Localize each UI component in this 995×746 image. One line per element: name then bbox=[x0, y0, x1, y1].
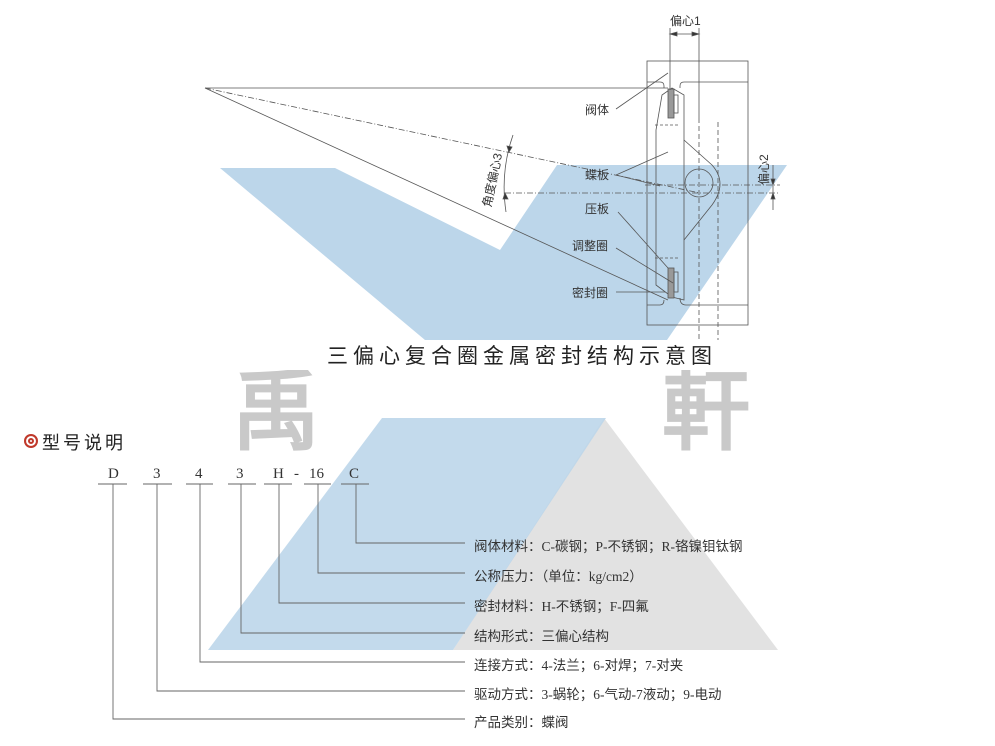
arrow-icon bbox=[770, 191, 776, 200]
code-seal: H bbox=[273, 466, 284, 482]
row-category: 产品类别：蝶阀 bbox=[474, 715, 569, 730]
label-seal-ring: 密封圈 bbox=[572, 286, 609, 300]
leader-disc-1 bbox=[615, 151, 669, 176]
row-body-material: 阀体材料：C-碳钢；P-不锈钢；R-铬镍钼钛钢 bbox=[474, 539, 743, 554]
diagram-title: 三偏心复合圈金属密封结构示意图 bbox=[327, 345, 717, 368]
code-connection: 4 bbox=[195, 466, 203, 482]
leader-body bbox=[615, 72, 669, 110]
seal-ring-bottom bbox=[667, 267, 675, 299]
cone-line-bottom bbox=[204, 87, 669, 301]
label-plate: 压板 bbox=[585, 202, 610, 216]
leader-adjust-ring bbox=[615, 247, 674, 284]
watermark-logo-char-left: 禹 bbox=[232, 370, 321, 458]
seal-ring-top bbox=[667, 88, 675, 119]
watermark-blue-stem bbox=[208, 418, 606, 650]
row-seal-material: 密封材料：H-不锈钢；F-四氟 bbox=[474, 599, 649, 614]
label-offset2: 偏心2 bbox=[757, 154, 771, 185]
label-offset1: 偏心1 bbox=[670, 14, 701, 28]
row-pressure: 公称压力：（单位：kg/cm2） bbox=[474, 569, 643, 584]
watermark-blue-v bbox=[220, 165, 787, 340]
plate-bottom bbox=[673, 271, 679, 293]
watermark-logo-char-right: 軒 bbox=[662, 370, 751, 458]
label-disc: 蝶板 bbox=[585, 168, 610, 182]
arrow-icon bbox=[506, 145, 513, 153]
valve-body-inner-top bbox=[647, 81, 748, 88]
arrow-icon bbox=[770, 178, 776, 187]
code-dash: - bbox=[294, 466, 299, 482]
arrow-icon bbox=[691, 31, 701, 37]
code-drive: 3 bbox=[153, 466, 161, 482]
arrow-icon bbox=[668, 31, 678, 37]
disc-lug bbox=[683, 139, 721, 241]
valve-body-inner-bottom bbox=[647, 297, 748, 306]
code-body-material: C bbox=[349, 466, 360, 482]
code-D: D bbox=[108, 466, 119, 482]
offset3-arc bbox=[503, 134, 514, 213]
leader-plate bbox=[617, 211, 669, 269]
plate-top bbox=[673, 94, 679, 114]
code-structure: 3 bbox=[236, 466, 244, 482]
label-body: 阀体 bbox=[585, 103, 610, 117]
double-circle-icon bbox=[24, 434, 38, 448]
watermark-gray-triangle bbox=[453, 418, 778, 650]
model-heading: 型号说明 bbox=[24, 429, 126, 455]
row-structure: 结构形式：三偏心结构 bbox=[474, 629, 609, 644]
row-connection: 连接方式：4-法兰；6-对焊；7-对夹 bbox=[474, 658, 684, 673]
code-pressure: 16 bbox=[309, 466, 324, 482]
leader-disc-2 bbox=[615, 174, 661, 187]
row-drive: 驱动方式：3-蜗轮；6-气动-7液动；9-电动 bbox=[474, 687, 722, 702]
label-adjust-ring: 调整圈 bbox=[572, 239, 609, 253]
arrow-icon bbox=[502, 191, 509, 200]
model-code-connectors bbox=[98, 483, 465, 720]
model-heading-text: 型号说明 bbox=[42, 433, 126, 453]
